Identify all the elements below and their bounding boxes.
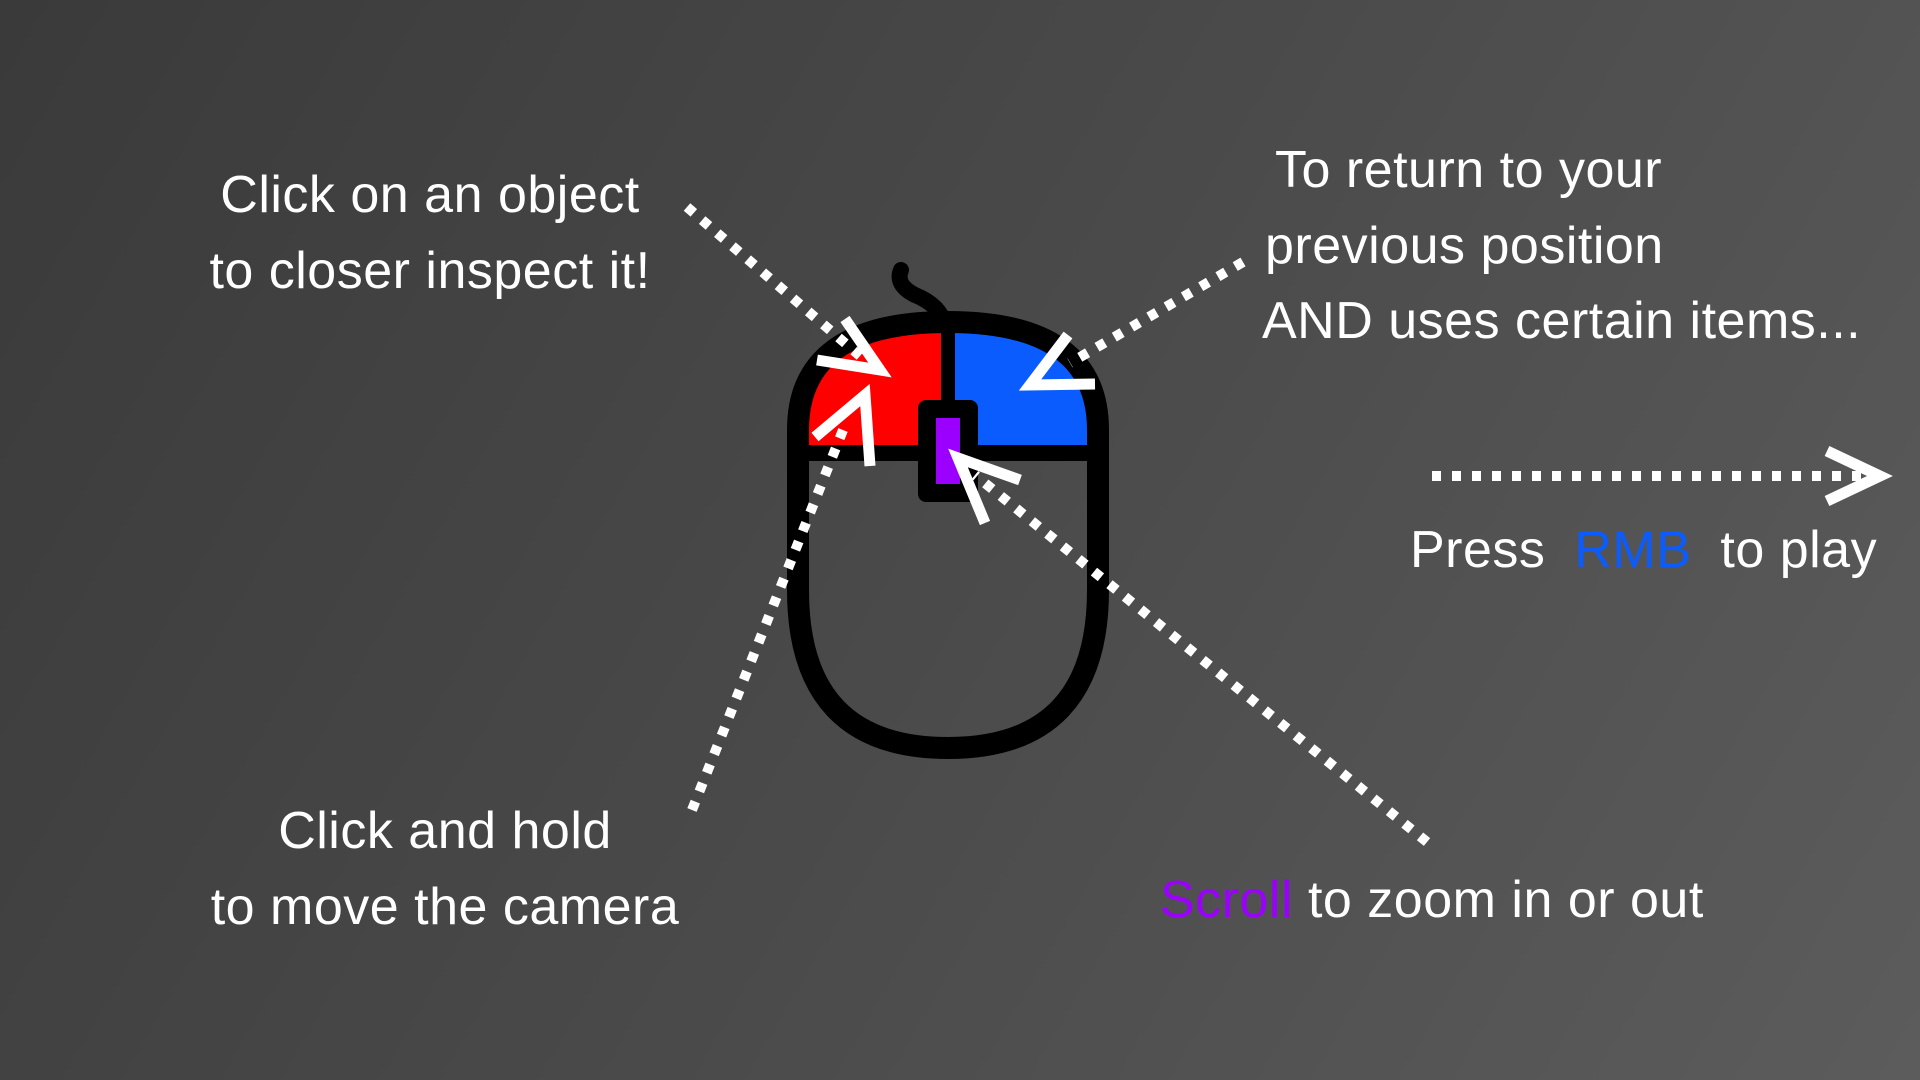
play-prompt[interactable]: Press RMB to play <box>1410 512 1877 588</box>
pointer-line-right-click <box>1067 257 1246 368</box>
play-prompt-prefix: Press <box>1410 521 1561 579</box>
play-prompt-keyword: RMB <box>1574 521 1692 579</box>
pointer-line-drag <box>687 428 848 812</box>
arrow-icon <box>811 383 876 467</box>
arrow-icon <box>816 315 892 378</box>
left-click-hint: Click on an object to closer inspect it! <box>170 157 690 309</box>
pointer-line-left-click <box>683 203 864 360</box>
drag-hint-line2: to move the camera <box>210 878 680 936</box>
right-click-hint-line1: To return to your <box>1275 141 1663 199</box>
play-prompt-suffix: to play <box>1705 521 1878 579</box>
left-click-hint-line1: Click on an object <box>220 166 640 224</box>
scroll-hint-text: to zoom in or out <box>1293 871 1704 929</box>
pointer-line-scroll <box>971 471 1431 846</box>
mouse-outline <box>787 310 1109 760</box>
left-click-hint-line2: to closer inspect it! <box>209 242 651 300</box>
scroll-keyword: Scroll <box>1160 871 1294 929</box>
drag-hint-line1: Click and hold <box>278 802 612 860</box>
scroll-hint: Scroll to zoom in or out <box>1160 862 1704 938</box>
pointer-lines <box>683 203 1870 846</box>
scroll-wheel <box>936 418 960 484</box>
right-click-hint-line3: AND uses certain items... <box>1262 292 1862 350</box>
drag-hint: Click and hold to move the camera <box>175 793 715 945</box>
arrowheads <box>811 315 1893 526</box>
arrow-icon <box>1018 331 1096 391</box>
arrow-icon <box>948 448 1022 526</box>
arrow-right-icon <box>1824 446 1893 506</box>
right-click-hint-line2: previous position <box>1265 217 1664 275</box>
